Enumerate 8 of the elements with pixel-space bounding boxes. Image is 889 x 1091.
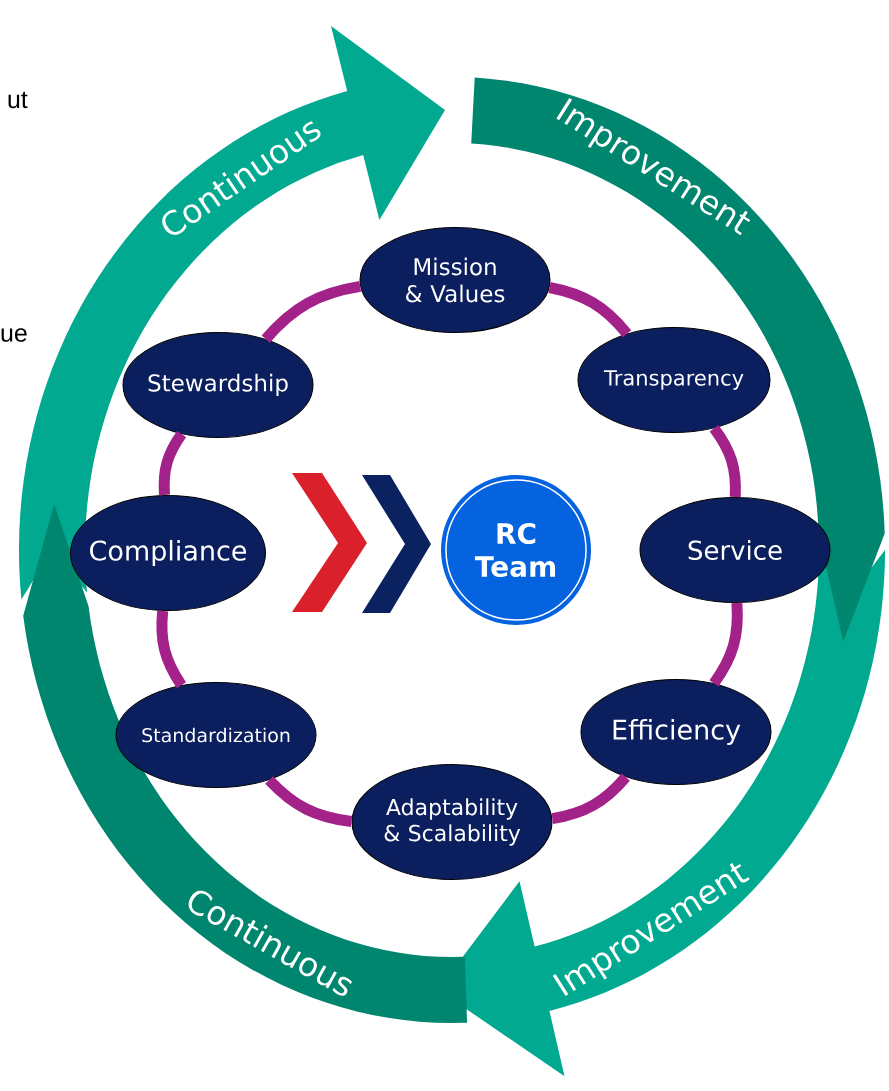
ring-segment <box>551 773 630 825</box>
ring-segment <box>265 776 353 828</box>
ring-segment <box>709 424 741 498</box>
ring-segment <box>158 430 187 496</box>
ring-segment <box>709 602 743 687</box>
ring-segment <box>261 281 362 343</box>
ring-segment <box>156 610 187 689</box>
ring-segment <box>548 282 632 338</box>
